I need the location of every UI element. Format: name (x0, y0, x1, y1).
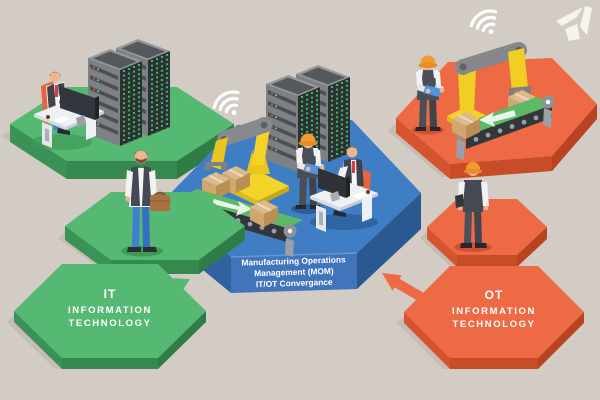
papers (352, 192, 368, 199)
ot-label-top (404, 266, 584, 358)
papers (54, 116, 70, 123)
ot-label-title: OT (485, 288, 504, 302)
ot-label-hexagon: OT INFORMATION TECHNOLOGY (404, 266, 584, 369)
it-admin-desk (32, 71, 104, 150)
direction-arrow (212, 199, 252, 216)
standing-worker (455, 162, 489, 248)
monitor (60, 86, 95, 120)
robotic-arm (201, 85, 289, 206)
coffee-cup (366, 190, 370, 194)
direction-arrow (479, 110, 516, 127)
it-label-top (14, 264, 206, 358)
brand-triangle-logo-icon (556, 6, 592, 41)
it-label-hexagon: IT INFORMATION TECHNOLOGY (14, 264, 206, 369)
ot-platform-top (396, 58, 597, 164)
mom-caption: Manufacturing Operations Management (MOM… (241, 254, 346, 289)
ot-to-mom-arrow-icon (382, 273, 436, 309)
green-hex-top (65, 192, 245, 260)
ot-person-hexagon (427, 162, 547, 267)
monitor (318, 168, 346, 198)
mom-caption-line3: IT/OT Convergance (256, 277, 333, 289)
mom-caption-line2: Management (MOM) (254, 266, 334, 279)
orange-hex-top (427, 199, 547, 255)
it-label-line3: TECHNOLOGY (68, 318, 151, 329)
it-server-platform (10, 37, 234, 179)
it-to-mom-arrow-icon (147, 278, 190, 305)
briefcase (150, 195, 170, 211)
ot-label-line2: INFORMATION (452, 306, 536, 317)
it-label-line2: INFORMATION (68, 305, 152, 316)
businessman (125, 150, 170, 252)
ot-label-line3: TECHNOLOGY (452, 319, 535, 330)
it-label-title: IT (104, 287, 117, 301)
clipboard (455, 194, 464, 208)
mom-caption-line1: Manufacturing Operations (241, 254, 346, 267)
coffee-cup (46, 115, 50, 119)
conveyor-belt (451, 95, 555, 160)
ot-factory-platform (396, 5, 597, 179)
it-person-hexagon (65, 150, 245, 274)
mom-engineer-desk (310, 146, 378, 232)
mom-platform-front (231, 253, 357, 293)
beard (135, 157, 147, 164)
